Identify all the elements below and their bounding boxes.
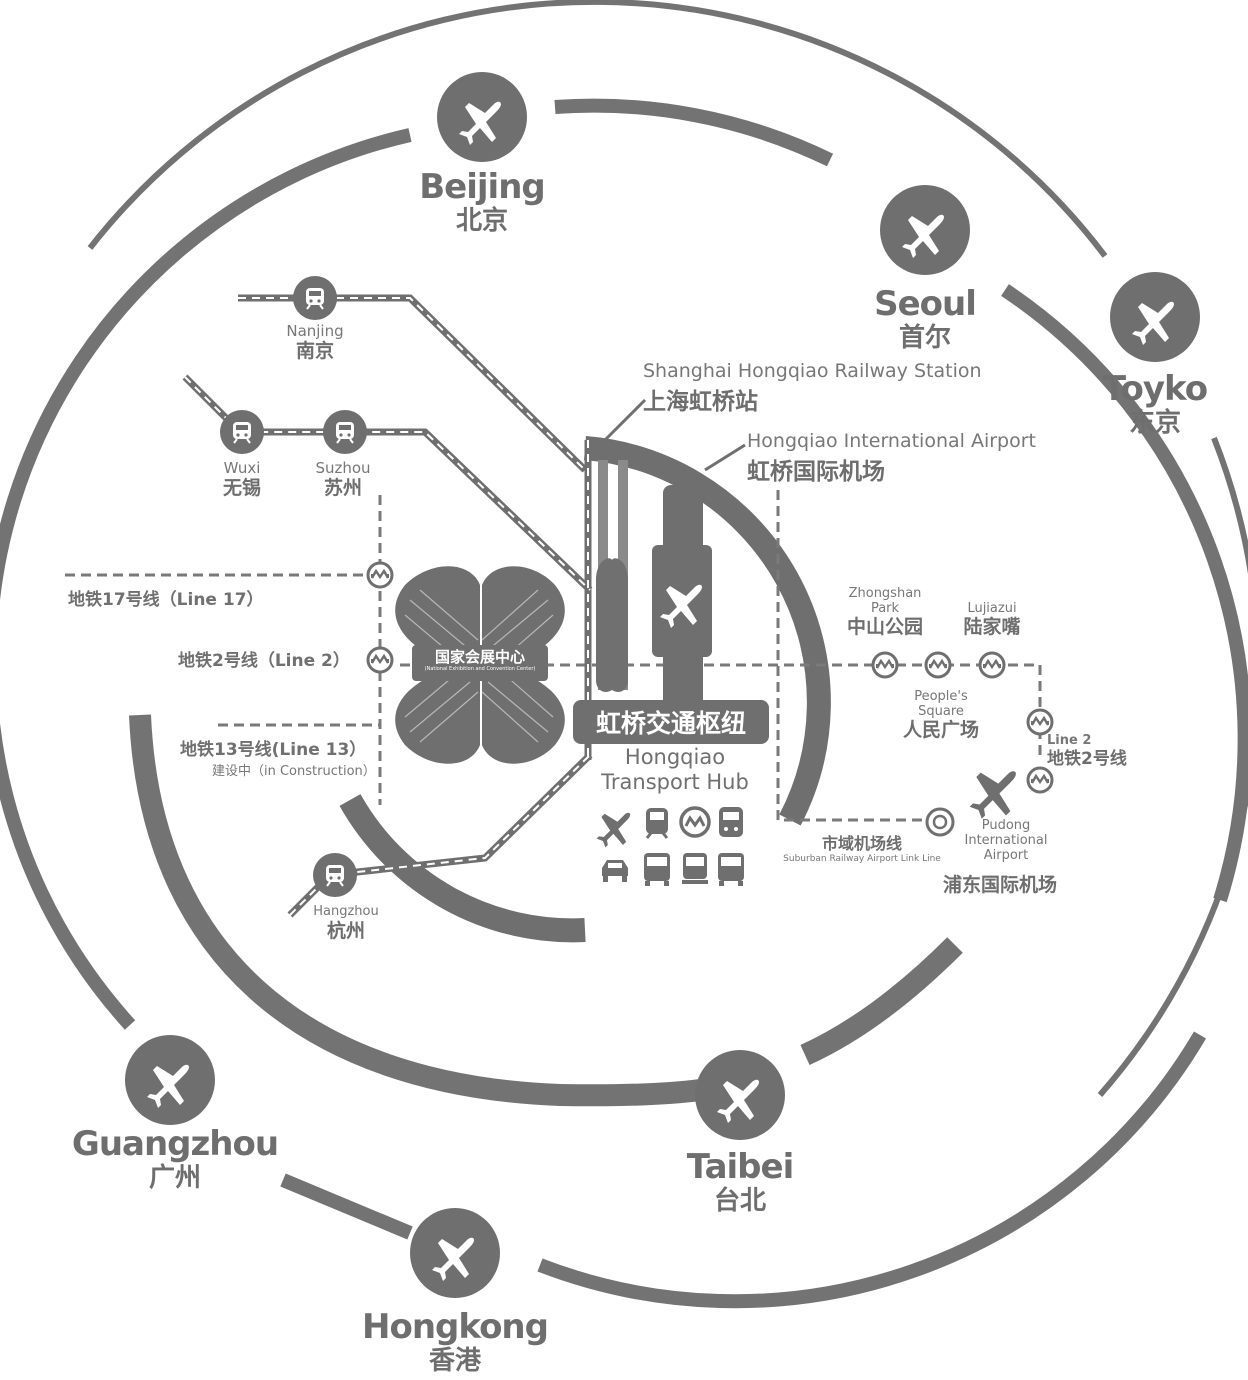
- station-wuxi-en: Wuxi: [223, 459, 261, 477]
- airport-seoul-en: Seoul: [874, 284, 977, 324]
- airport-taibei-label: Taibei 台北: [670, 1148, 810, 1216]
- airport-tokyo-zh: 东京: [1128, 408, 1181, 438]
- hongqiao-airport-terminal: [652, 485, 712, 740]
- metro-lujiazui-label: Lujiazui 陆家嘴: [950, 601, 1034, 638]
- railway-platforms: [596, 460, 628, 692]
- airport-taibei-zh: 台北: [713, 1186, 766, 1216]
- airport-seoul-label: Seoul 首尔: [850, 285, 1000, 353]
- metro-zhongshan-en1: Zhongshan: [848, 586, 922, 601]
- airport-taibei-en: Taibei: [686, 1147, 794, 1187]
- hub-zh: 虹桥交通枢纽: [595, 709, 746, 738]
- airport-seoul-zh: 首尔: [898, 323, 951, 353]
- line2-east-en: Line 2: [1047, 733, 1092, 748]
- hongqiao-airport-zh: 虹桥国际机场: [747, 459, 885, 485]
- hub-en-label: Hongqiao Transport Hub: [573, 745, 777, 795]
- station-wuxi-label: Wuxi 无锡: [200, 459, 284, 500]
- railway-station-zh: 上海虹桥站: [643, 389, 758, 415]
- pudong-zh: 浦东国际机场: [943, 874, 1058, 896]
- airport-hongkong-en: Hongkong: [362, 1307, 549, 1347]
- station-nanjing-en: Nanjing: [286, 322, 344, 340]
- station-wuxi-zh: 无锡: [222, 477, 261, 499]
- metro-lujiazui-en: Lujiazui: [967, 601, 1017, 616]
- convention-center-en: (National Exhibition and Convention Cent…: [424, 666, 536, 672]
- metro-station-markers: [366, 561, 1054, 837]
- metro-peoples-label: People's Square 人民广场: [893, 689, 989, 741]
- line2-east-label: Line 2 地铁2号线: [1047, 733, 1127, 770]
- metro-zhongshan-en2: Park: [870, 601, 900, 616]
- station-nanjing-zh: 南京: [295, 340, 334, 362]
- airport-guangzhou-en: Guangzhou: [71, 1124, 279, 1164]
- airport-guangzhou-zh: 广州: [148, 1163, 201, 1193]
- line2-label: 地铁2号线（Line 2）: [178, 651, 350, 671]
- railway-station-label: Shanghai Hongqiao Railway Station 上海虹桥站: [643, 360, 982, 416]
- suburban-zh: 市域机场线: [821, 834, 902, 853]
- airport-beijing-zh: 北京: [455, 206, 508, 236]
- metro-peoples-en2: Square: [918, 704, 964, 719]
- station-nanjing-label: Nanjing 南京: [270, 322, 360, 363]
- station-hangzhou-zh: 杭州: [326, 920, 365, 942]
- metro-zhongshan-zh: 中山公园: [846, 616, 923, 638]
- airport-beijing-en: Beijing: [419, 167, 545, 207]
- airport-hongkong-label: Hongkong 香港: [350, 1308, 560, 1376]
- station-hangzhou-en: Hangzhou: [313, 904, 379, 919]
- hub-en-line2: Transport Hub: [601, 770, 749, 794]
- metro-peoples-zh: 人民广场: [902, 719, 979, 741]
- airport-guangzhou-label: Guangzhou 广州: [60, 1125, 290, 1193]
- metro-peoples-en1: People's: [914, 689, 968, 704]
- suburban-line-label: 市域机场线 Suburban Railway Airport Link Line: [782, 830, 942, 864]
- suburban-en: Suburban Railway Airport Link Line: [783, 854, 941, 864]
- pudong-en3: Airport: [983, 848, 1029, 863]
- line2-east-zh: 地铁2号线: [1047, 749, 1127, 769]
- airport-tokyo-label: Toyko 东京: [1085, 370, 1225, 438]
- hongqiao-airport-en: Hongqiao International Airport: [747, 430, 1036, 452]
- pudong-en2: International: [964, 833, 1048, 848]
- airport-markers: [125, 72, 1200, 1298]
- airport-hongkong-zh: 香港: [428, 1346, 481, 1376]
- rail-station-markers: [220, 276, 367, 897]
- hub-label-box: [573, 700, 769, 744]
- transport-mode-icons: [596, 806, 744, 886]
- hub-en-line1: Hongqiao: [624, 745, 726, 769]
- airport-tokyo-en: Toyko: [1102, 369, 1208, 409]
- metro-lujiazui-zh: 陆家嘴: [963, 616, 1021, 638]
- line13-note: 建设中（in Construction）: [212, 764, 376, 779]
- outer-ring: [0, 0, 1248, 1309]
- line13-label: 地铁13号线(Line 13）: [180, 740, 367, 760]
- hub-arc: [339, 436, 831, 943]
- convention-center: [395, 566, 565, 764]
- convention-center-label: 国家会展中心 (National Exhibition and Conventi…: [412, 648, 548, 673]
- station-suzhou-en: Suzhou: [315, 459, 371, 477]
- station-suzhou-zh: 苏州: [323, 477, 362, 499]
- line17-label: 地铁17号线（Line 17）: [68, 590, 264, 610]
- pudong-en1: Pudong: [981, 818, 1031, 833]
- convention-center-zh: 国家会展中心: [434, 648, 525, 666]
- railway-station-en: Shanghai Hongqiao Railway Station: [643, 360, 982, 382]
- hongqiao-airport-label: Hongqiao International Airport 虹桥国际机场: [747, 430, 1036, 486]
- pudong-plane-icon: [969, 771, 1016, 819]
- station-suzhou-label: Suzhou 苏州: [300, 459, 386, 500]
- pudong-airport-label: Pudong International Airport: [955, 818, 1057, 863]
- station-hangzhou-label: Hangzhou 杭州: [300, 903, 392, 942]
- airport-beijing-label: Beijing 北京: [402, 168, 562, 236]
- metro-zhongshan-label: Zhongshan Park 中山公园: [835, 586, 935, 638]
